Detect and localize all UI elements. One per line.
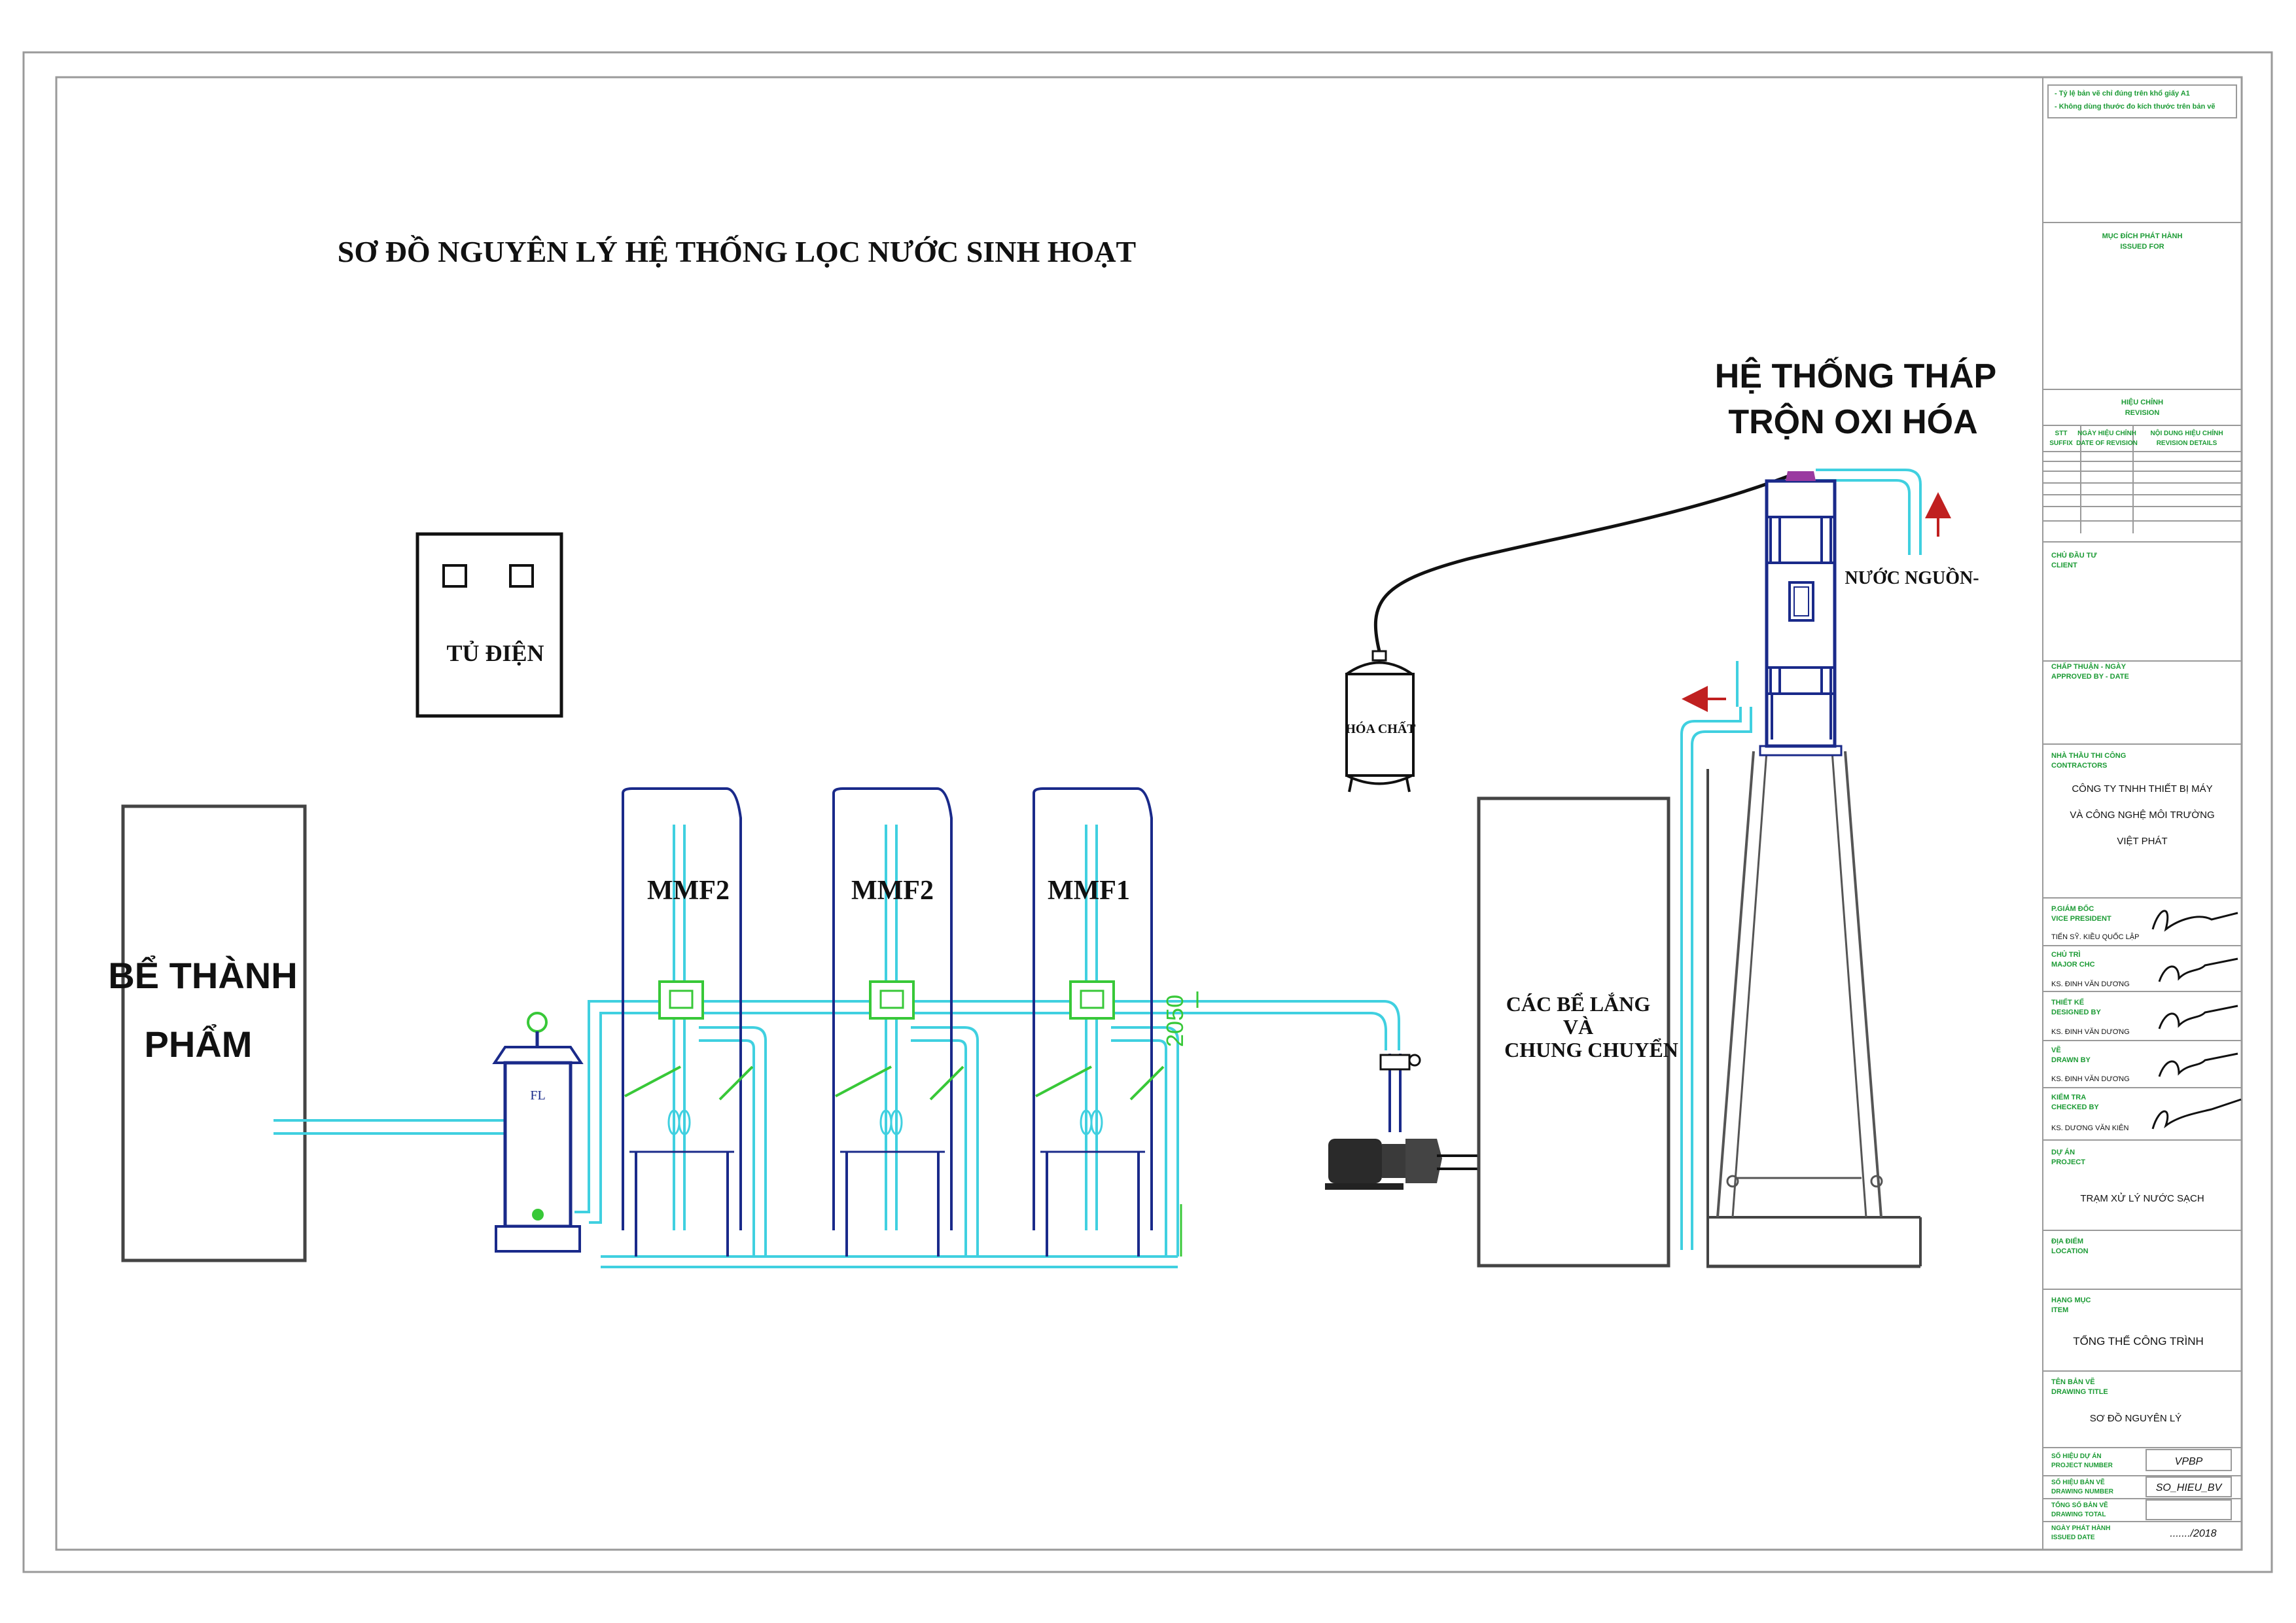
tb-item-1: HẠNG MỤC xyxy=(2051,1296,2091,1304)
tb-location-2: LOCATION xyxy=(2051,1247,2089,1255)
inner-frame xyxy=(55,76,2243,1551)
tb-rev-col2-2: DATE OF REVISION xyxy=(2076,440,2138,447)
tb-issued-for-2: ISSUED FOR xyxy=(2120,243,2164,251)
tb-design-name: KS. ĐINH VĂN DƯƠNG xyxy=(2051,1027,2130,1036)
tb-pnum-1: SỐ HIỆU DỰ ÁN xyxy=(2051,1451,2102,1460)
tb-company-3: VIỆT PHÁT xyxy=(2117,836,2167,847)
tb-dnum-1: SỐ HIỆU BẢN VẼ xyxy=(2051,1477,2105,1486)
cartridge-label: FL xyxy=(530,1088,545,1103)
signature-drawn-icon xyxy=(2158,1052,2238,1077)
source-label: NƯỚC NGUỒN- xyxy=(1845,567,1979,588)
tb-rev-col1-1: STT xyxy=(2055,430,2068,437)
tb-date-2: ISSUED DATE xyxy=(2051,1534,2095,1541)
oxidation-tower: HỆ THỐNG THÁP TRỘN OXI HÓA NƯỚC NGUỒN- xyxy=(1682,357,1996,1268)
signature-major-icon xyxy=(2158,957,2238,982)
tb-major-1: CHỦ TRÌ xyxy=(2051,950,2081,959)
tb-date-1: NGÀY PHÁT HÀNH xyxy=(2051,1524,2110,1532)
signature-check-icon xyxy=(2151,1098,2242,1130)
tb-rev-col3-2: REVISION DETAILS xyxy=(2157,440,2217,447)
panel-label: TỦ ĐIỆN xyxy=(446,640,544,666)
settling-label-3: CHUNG CHUYỂN xyxy=(1504,1038,1678,1061)
pipe-network xyxy=(274,469,1922,1268)
tb-project-1: DỰ ÁN xyxy=(2051,1148,2075,1156)
tb-dnum-value: SO_HIEU_BV xyxy=(2156,1482,2223,1493)
settling-label-1: CÁC BỂ LẮNG xyxy=(1506,992,1651,1016)
tb-note-2: - Không dùng thước đo kích thước trên bả… xyxy=(2055,103,2215,111)
mmf-a-label: MMF2 xyxy=(647,876,730,906)
settling-tanks: CÁC BỂ LẮNG VÀ CHUNG CHUYỂN xyxy=(1477,796,1678,1268)
tb-contractor-2: CONTRACTORS xyxy=(2051,762,2107,770)
tb-approved-2: APPROVED BY - DATE xyxy=(2051,673,2129,681)
tb-check-2: CHECKED BY xyxy=(2051,1103,2099,1111)
mmf-b-label: MMF2 xyxy=(851,876,934,906)
mmf-vessel-b: MMF2 xyxy=(832,787,964,1257)
outer-frame xyxy=(22,51,2273,1573)
tb-client-1: CHỦ ĐẦU TƯ xyxy=(2051,551,2097,560)
dimension-label: 2050 xyxy=(1161,995,1188,1047)
tb-client-2: CLIENT xyxy=(2051,562,2077,569)
tb-item-2: ITEM xyxy=(2051,1306,2068,1314)
tb-vp-2: VICE PRESIDENT xyxy=(2051,915,2111,923)
tb-revision-1: HIỆU CHỈNH xyxy=(2121,398,2163,406)
tb-drawn-2: DRAWN BY xyxy=(2051,1056,2091,1064)
mmf-vessel-a: MMF2 xyxy=(622,787,754,1257)
product-tank: BỂ THÀNH PHẨM xyxy=(108,804,307,1262)
tb-dnum-2: DRAWING NUMBER xyxy=(2051,1488,2114,1495)
tb-design-2: DESIGNED BY xyxy=(2051,1008,2101,1016)
product-tank-label-1: BỂ THÀNH xyxy=(108,955,297,996)
tb-issued-for-1: MỤC ĐÍCH PHÁT HÀNH xyxy=(2102,232,2183,240)
tb-dtitle-value: SƠ ĐỒ NGUYÊN LÝ xyxy=(2090,1412,2181,1424)
tb-approved-1: CHẤP THUẬN - NGÀY xyxy=(2051,662,2127,671)
panel-indicator-right xyxy=(509,564,534,588)
signature-vp-icon xyxy=(2151,910,2238,932)
tb-vp-name: TIẾN SỸ. KIỀU QUỐC LẬP xyxy=(2051,932,2139,941)
tb-drawn-name: KS. ĐINH VĂN DƯƠNG xyxy=(2051,1075,2130,1083)
mmf-vessel-c: MMF1 xyxy=(1033,787,1165,1257)
tower-label-2: TRỘN OXI HÓA xyxy=(1728,402,1977,441)
pump-valve-handwheel-icon xyxy=(1408,1054,1421,1067)
tb-location-1: ĐỊA ĐIỂM xyxy=(2051,1237,2083,1245)
tb-drawn-1: VẼ xyxy=(2051,1046,2061,1054)
tb-project-2: PROJECT xyxy=(2051,1158,2085,1166)
title-block xyxy=(2042,77,2242,1550)
tower-label-1: HỆ THỐNG THÁP xyxy=(1715,357,1996,395)
electrical-panel: TỦ ĐIỆN xyxy=(415,532,563,718)
product-tank-label-2: PHẨM xyxy=(145,1024,253,1065)
tb-dtitle-1: TÊN BẢN VẼ xyxy=(2051,1378,2095,1386)
tb-major-name: KS. ĐINH VĂN DƯƠNG xyxy=(2051,980,2130,988)
tb-revision-2: REVISION xyxy=(2125,409,2160,417)
tb-check-1: KIỂM TRA xyxy=(2051,1093,2086,1101)
tb-note-1: - Tỷ lệ bản vẽ chỉ đúng trên khổ giấy A1 xyxy=(2055,90,2190,98)
chemical-label: HÓA CHẤT xyxy=(1345,721,1416,736)
panel-indicator-left xyxy=(442,564,467,588)
signature-design-icon xyxy=(2158,1005,2238,1029)
tb-vp-1: P.GIÁM ĐỐC xyxy=(2051,904,2094,913)
tb-project-value: TRẠM XỬ LÝ NƯỚC SẠCH xyxy=(2080,1192,2204,1204)
tb-rev-col3-1: NỘI DUNG HIỆU CHỈNH xyxy=(2150,429,2223,437)
tb-design-1: THIẾT KẾ xyxy=(2051,998,2084,1007)
tb-contractor-1: NHÀ THẦU THI CÔNG xyxy=(2051,751,2126,760)
tb-rev-col2-1: NGÀY HIỆU CHỈNH xyxy=(2077,429,2136,437)
tb-date-value: ......./2018 xyxy=(2170,1528,2216,1539)
tb-company-1: CÔNG TY TNHH THIẾT BỊ MÁY xyxy=(2072,783,2212,794)
chemical-tank: HÓA CHẤT xyxy=(1345,473,1793,793)
tb-company-2: VÀ CÔNG NGHỆ MÔI TRƯỜNG xyxy=(2070,810,2214,821)
tb-pnum-2: PROJECT NUMBER xyxy=(2051,1462,2113,1469)
page-title: SƠ ĐỒ NGUYÊN LÝ HỆ THỐNG LỌC NƯỚC SINH H… xyxy=(338,234,1136,268)
tb-dtitle-2: DRAWING TITLE xyxy=(2051,1388,2108,1396)
tb-rev-col1-2: SUFFIX xyxy=(2049,440,2073,447)
tb-check-name: KS. DƯƠNG VĂN KIÊN xyxy=(2051,1124,2129,1132)
mmf-c-label: MMF1 xyxy=(1048,876,1130,906)
tb-major-2: MAJOR CHC xyxy=(2051,961,2095,969)
settling-label-2: VÀ xyxy=(1563,1015,1593,1039)
tb-pnum-value: VPBP xyxy=(2175,1456,2203,1467)
tb-total-1: TỔNG SỐ BẢN VẼ xyxy=(2051,1500,2108,1509)
tb-total-2: DRAWING TOTAL xyxy=(2051,1511,2106,1518)
tb-item-value: TỔNG THỂ CÔNG TRÌNH xyxy=(2073,1335,2204,1347)
cartridge-filter: FL xyxy=(492,1012,584,1253)
